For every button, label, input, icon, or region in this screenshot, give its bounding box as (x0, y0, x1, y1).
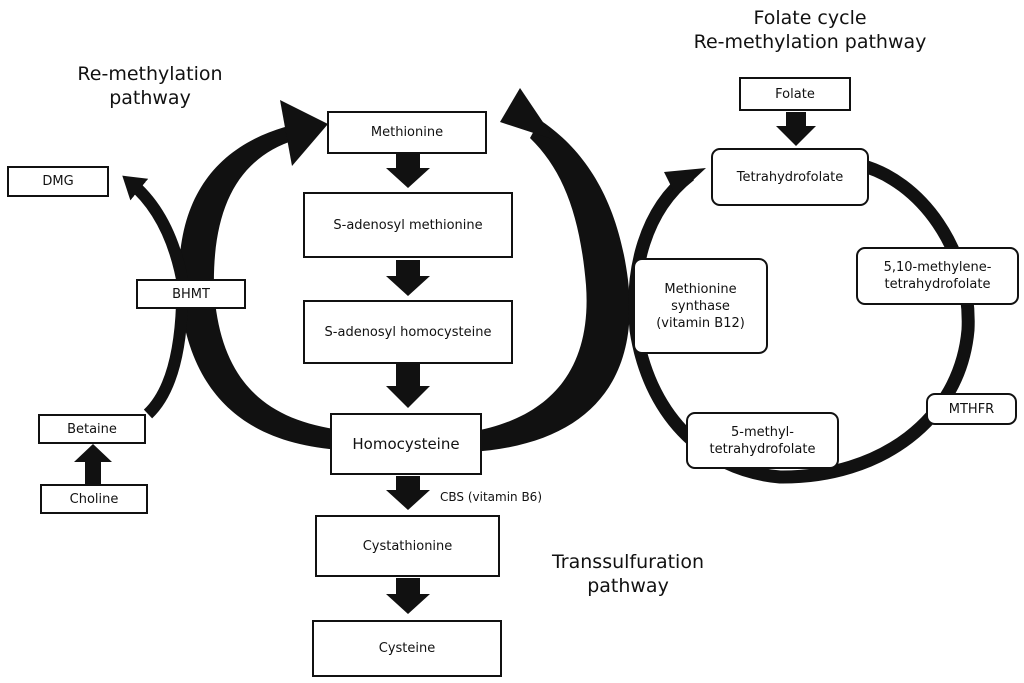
homocysteine-node: Homocysteine (330, 413, 482, 475)
betaine-to-bhmt-line (143, 304, 188, 419)
betaine-node: Betaine (38, 414, 146, 444)
folate-to-thf-arrow (776, 112, 816, 146)
remethylation-pathway-title: Re-methylation pathway (77, 63, 223, 109)
folate-cycle-arrowhead (664, 168, 706, 196)
transsulfuration-pathway-title: Transsulfuration pathway (551, 551, 704, 597)
methyl-tetrahydrofolate-node: 5-methyl- tetrahydrofolate (686, 412, 839, 469)
folate-cycle-title: Folate cycle Re-methylation pathway (693, 7, 927, 53)
cystathionine-node: Cystathionine (315, 515, 500, 577)
cysteine-node: Cysteine (312, 620, 502, 677)
folate-node: Folate (739, 77, 851, 111)
bhmt-to-dmg-arrow (122, 175, 190, 291)
tetrahydrofolate-node: Tetrahydrofolate (711, 148, 869, 206)
s-adenosyl-methionine-node: S-adenosyl methionine (303, 192, 513, 258)
right-cycle-arrowhead (500, 88, 555, 140)
methylene-tetrahydrofolate-node: 5,10-methylene- tetrahydrofolate (856, 247, 1019, 305)
right-cycle-arc (470, 120, 630, 452)
central-down-arrows (386, 154, 430, 614)
cbs-vitamin-b6-label: CBS (vitamin B6) (440, 490, 542, 504)
dmg-node: DMG (7, 166, 109, 197)
choline-to-betaine-arrow (74, 444, 112, 486)
choline-node: Choline (40, 484, 148, 514)
methionine-synthase-node: Methionine synthase (vitamin B12) (633, 258, 768, 354)
mthfr-node: MTHFR (926, 393, 1017, 425)
left-cycle-arc (179, 125, 342, 450)
methionine-node: Methionine (327, 111, 487, 154)
left-cycle-arrowhead (280, 100, 328, 166)
bhmt-node: BHMT (136, 279, 246, 309)
s-adenosyl-homocysteine-node: S-adenosyl homocysteine (303, 300, 513, 364)
